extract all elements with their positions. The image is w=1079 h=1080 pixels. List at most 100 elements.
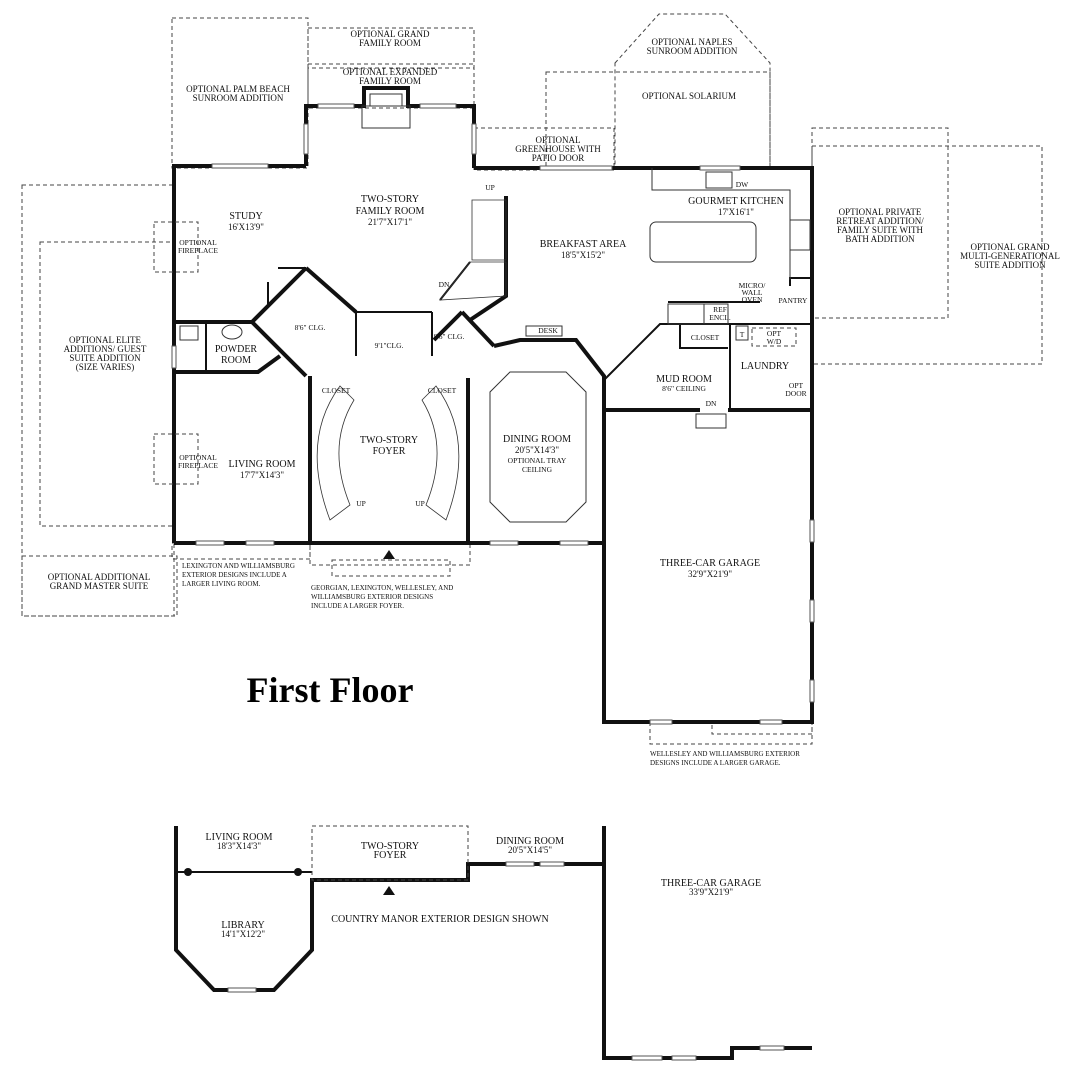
ceiling-left: 8'6" CLG. bbox=[295, 323, 326, 332]
opt-elite-4: (SIZE VARIES) bbox=[76, 362, 134, 372]
windows bbox=[171, 103, 815, 725]
alt-library-dim: 14'1"X12'2" bbox=[221, 929, 265, 939]
mudroom-dim: 8'6" CEILING bbox=[662, 384, 706, 393]
stair-up-right-label: UP bbox=[415, 499, 425, 508]
note-living-3: LARGER LIVING ROOM. bbox=[182, 580, 261, 588]
opt-palm-beach-2: SUNROOM ADDITION bbox=[193, 93, 284, 103]
alt-foyer-name1: TWO-STORY bbox=[361, 841, 419, 852]
opt-greenhouse-3: PATIO DOOR bbox=[532, 153, 584, 163]
stair-up-left-label: UP bbox=[356, 499, 366, 508]
study-name: STUDY bbox=[229, 211, 262, 222]
opt-grand-family-2: FAMILY ROOM bbox=[359, 38, 421, 48]
family-name2: FAMILY ROOM bbox=[356, 206, 425, 217]
opt-wd-label-2: W/D bbox=[767, 337, 782, 346]
living-name: LIVING ROOM bbox=[229, 459, 296, 470]
garage-dim: 32'9"X21'9" bbox=[688, 569, 732, 579]
opt-greenhouse-2: GREENHOUSE WITH bbox=[515, 144, 601, 154]
dining-name: DINING ROOM bbox=[503, 434, 571, 445]
closet-left-label: CLOSET bbox=[322, 386, 351, 395]
design-notes: LEXINGTON AND WILLIAMSBURG EXTERIOR DESI… bbox=[182, 562, 800, 767]
note-garage-2: DESIGNS INCLUDE A LARGER GARAGE. bbox=[650, 759, 781, 767]
alt-dining-name: DINING ROOM bbox=[496, 836, 564, 847]
family-dim: 21'7"X17'1" bbox=[368, 217, 412, 227]
opt-grand-multi-3: SUITE ADDITION bbox=[974, 260, 1046, 270]
powder-name2: ROOM bbox=[221, 355, 251, 366]
ceiling-right: 8'6" CLG. bbox=[434, 332, 465, 341]
dining-note2: CEILING bbox=[522, 465, 553, 474]
opt-door-label-2: DOOR bbox=[785, 389, 806, 398]
desk-label: DESK bbox=[538, 326, 558, 335]
opt-retreat-4: BATH ADDITION bbox=[845, 234, 915, 244]
opt-retreat-2: RETREAT ADDITION/ bbox=[836, 216, 924, 226]
alternate-plan: LIVING ROOM 18'3"X14'3" TWO-STORY FOYER … bbox=[174, 825, 812, 1061]
opt-elite-1: OPTIONAL ELITE bbox=[69, 335, 141, 345]
note-garage-1: WELLESLEY AND WILLIAMSBURG EXTERIOR bbox=[650, 750, 800, 758]
opt-door-label-1: OPT bbox=[789, 381, 804, 390]
study-dim: 16'X13'9" bbox=[228, 222, 264, 232]
fireplace-study-1: OPTIONAL bbox=[179, 238, 217, 247]
kitchen-fixtures bbox=[649, 168, 811, 347]
dining-dim: 20'5"X14'3" bbox=[515, 445, 559, 455]
note-foyer-2: WILLIAMSBURG EXTERIOR DESIGNS bbox=[311, 593, 433, 601]
powder-fixtures bbox=[179, 324, 243, 341]
opt-expanded-family-2: FAMILY ROOM bbox=[359, 76, 421, 86]
dining-tray-ceiling bbox=[489, 371, 587, 523]
micro-label-3: OVEN bbox=[742, 295, 763, 304]
alt-dining-dim: 20'5"X14'5" bbox=[508, 845, 552, 855]
kitchen-dim: 17'X16'1" bbox=[718, 207, 754, 217]
interior-walls bbox=[174, 196, 812, 543]
note-living-1: LEXINGTON AND WILLIAMSBURG bbox=[182, 562, 295, 570]
micro-label-1: MICRO/ bbox=[739, 281, 767, 290]
micro-label-2: WALL bbox=[742, 288, 763, 297]
fireplaces bbox=[153, 221, 199, 485]
family-name1: TWO-STORY bbox=[361, 194, 419, 205]
fireplace-living-1: OPTIONAL bbox=[179, 453, 217, 462]
encl-label: ENCL. bbox=[709, 313, 731, 322]
breakfast-name: BREAKFAST AREA bbox=[540, 239, 627, 250]
opt-retreat-3: FAMILY SUITE WITH bbox=[837, 225, 923, 235]
room-labels: STUDY 16'X13'9" TWO-STORY FAMILY ROOM 21… bbox=[178, 180, 808, 579]
alt-garage-dim: 33'9"X21'9" bbox=[689, 887, 733, 897]
front-entry-marker bbox=[383, 550, 395, 559]
dining-note1: OPTIONAL TRAY bbox=[508, 456, 567, 465]
opt-expanded-family-1: OPTIONAL EXPANDED bbox=[343, 67, 438, 77]
fireplace-living-2: FIREPLACE bbox=[178, 461, 218, 470]
laundry-name: LAUNDRY bbox=[741, 361, 789, 372]
kitchen-name: GOURMET KITCHEN bbox=[688, 196, 784, 207]
opt-elite-3: SUITE ADDITION bbox=[69, 353, 141, 363]
alt-caption: COUNTRY MANOR EXTERIOR DESIGN SHOWN bbox=[331, 914, 548, 925]
floor-title: First Floor bbox=[247, 670, 414, 710]
fireplace-study-2: FIREPLACE bbox=[178, 246, 218, 255]
opt-naples-2: SUNROOM ADDITION bbox=[647, 46, 738, 56]
foyer-name2: FOYER bbox=[373, 446, 406, 457]
opt-retreat-1: OPTIONAL PRIVATE bbox=[839, 207, 922, 217]
mudroom-name: MUD ROOM bbox=[656, 374, 712, 385]
alt-living-dim: 18'3"X14'3" bbox=[217, 841, 261, 851]
opt-grand-master-1: OPTIONAL ADDITIONAL bbox=[48, 572, 150, 582]
mud-dn-label: DN bbox=[706, 399, 717, 408]
stair-up-label: UP bbox=[485, 183, 495, 192]
alt-library-name: LIBRARY bbox=[221, 920, 264, 931]
note-living-2: EXTERIOR DESIGNS INCLUDE A bbox=[182, 571, 287, 579]
opt-naples-1: OPTIONAL NAPLES bbox=[652, 37, 733, 47]
opt-palm-beach-1: OPTIONAL PALM BEACH bbox=[186, 84, 290, 94]
opt-grand-multi-2: MULTI-GENERATIONAL bbox=[960, 251, 1060, 261]
opt-grand-family-1: OPTIONAL GRAND bbox=[351, 29, 430, 39]
opt-grand-multi-1: OPTIONAL GRAND bbox=[971, 242, 1050, 252]
stairs bbox=[316, 199, 727, 521]
breakfast-dim: 18'5"X15'2" bbox=[561, 250, 605, 260]
toilet-label: T bbox=[740, 330, 745, 339]
optional-labels: OPTIONAL GRAND FAMILY ROOM OPTIONAL EXPA… bbox=[48, 29, 1060, 591]
pantry-label: PANTRY bbox=[779, 296, 808, 305]
opt-elite-2: ADDITIONS/ GUEST bbox=[64, 344, 147, 354]
ceiling-center: 9'1"CLG. bbox=[375, 341, 404, 350]
alt-foyer-name2: FOYER bbox=[374, 850, 407, 861]
powder-name1: POWDER bbox=[215, 344, 258, 355]
exterior-walls bbox=[172, 86, 814, 724]
dw-label: DW bbox=[736, 180, 749, 189]
opt-solarium: OPTIONAL SOLARIUM bbox=[642, 91, 736, 101]
note-foyer-1: GEORGIAN, LEXINGTON, WELLESLEY, AND bbox=[311, 584, 453, 592]
closet-mud-label: CLOSET bbox=[691, 333, 720, 342]
closet-right-label: CLOSET bbox=[428, 386, 457, 395]
